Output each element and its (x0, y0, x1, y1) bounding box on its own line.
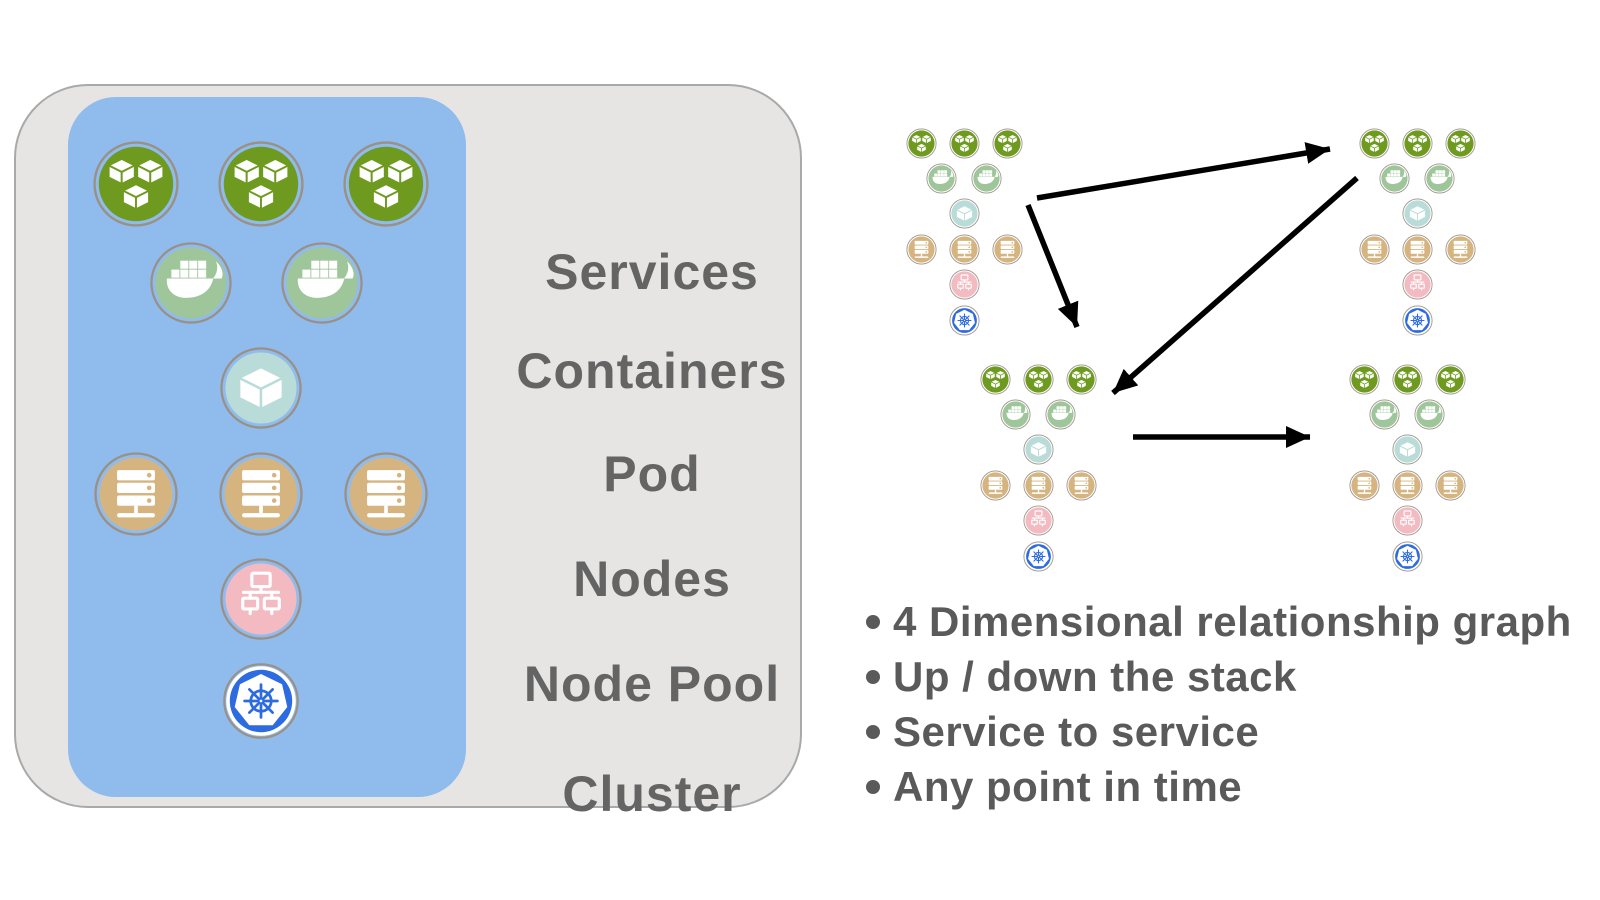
network-machines-icon (948, 269, 980, 300)
bullet-text: Any point in time (893, 762, 1243, 810)
kubernetes-wheel-icon (948, 304, 980, 336)
services-cubes-icon (948, 127, 980, 159)
docker-whale-icon (1045, 398, 1076, 430)
bullet-dot-icon (866, 779, 880, 794)
services-cubes-icon (343, 141, 429, 227)
kubernetes-wheel-icon (1401, 304, 1433, 336)
services-cubes-icon (991, 127, 1023, 159)
bullet-text: Service to service (893, 707, 1260, 755)
kubernetes-wheel-icon (1391, 540, 1423, 572)
services-cubes-icon (1348, 363, 1380, 395)
server-rack-icon (1358, 234, 1390, 265)
docker-whale-icon (1369, 398, 1400, 430)
services-cubes-icon (1358, 127, 1390, 159)
relationship-arrow (1111, 175, 1359, 396)
server-rack-icon (1444, 234, 1476, 265)
server-rack-icon (1434, 470, 1466, 501)
legend-label-containers: Containers (516, 343, 788, 399)
network-machines-icon (1022, 505, 1054, 536)
legend-panel: Services Containers Pod Nodes Node Pool … (14, 84, 802, 822)
server-rack-icon (1022, 470, 1054, 501)
server-rack-icon (219, 452, 303, 536)
services-cubes-icon (218, 141, 304, 227)
services-cubes-icon (93, 141, 179, 227)
bullet-list: 4 Dimensional relationship graph Up / do… (866, 594, 1572, 814)
docker-whale-icon (971, 162, 1002, 194)
network-machines-icon (1401, 269, 1433, 300)
server-rack-icon (905, 234, 937, 265)
bullet-item: 4 Dimensional relationship graph (866, 594, 1572, 649)
server-rack-icon (948, 234, 980, 265)
kubernetes-wheel-icon (223, 663, 299, 739)
services-cubes-icon (1444, 127, 1476, 159)
legend-label-pod: Pod (603, 446, 701, 502)
legend-label-node-pool: Node Pool (523, 656, 781, 712)
pod-cube-icon (1022, 434, 1054, 465)
pod-cube-icon (1391, 434, 1423, 465)
services-cubes-icon (979, 363, 1011, 395)
relationship-arrow (1025, 203, 1080, 329)
server-rack-icon (979, 470, 1011, 501)
server-rack-icon (94, 452, 178, 536)
bullet-text: Up / down the stack (893, 652, 1297, 700)
services-cubes-icon (1065, 363, 1097, 395)
docker-whale-icon (150, 242, 232, 324)
server-rack-icon (1391, 470, 1423, 501)
pod-cube-icon (948, 198, 980, 229)
bullet-item: Any point in time (866, 759, 1572, 814)
pod-cube-icon (1401, 198, 1433, 229)
server-rack-icon (1401, 234, 1433, 265)
legend-label-nodes: Nodes (573, 551, 731, 607)
network-machines-icon (220, 558, 302, 640)
server-rack-icon (991, 234, 1023, 265)
server-rack-icon (1348, 470, 1380, 501)
kubernetes-wheel-icon (1022, 540, 1054, 572)
docker-whale-icon (281, 242, 363, 324)
server-rack-icon (344, 452, 428, 536)
services-cubes-icon (1391, 363, 1423, 395)
bullet-item: Service to service (866, 704, 1572, 759)
relationship-arrow (1036, 142, 1331, 201)
docker-whale-icon (1414, 398, 1445, 430)
server-rack-icon (1065, 470, 1097, 501)
network-machines-icon (1391, 505, 1423, 536)
bullet-dot-icon (866, 724, 880, 739)
docker-whale-icon (1379, 162, 1410, 194)
legend-label-cluster: Cluster (562, 766, 742, 822)
legend-label-services: Services (545, 244, 759, 300)
pod-cube-icon (220, 347, 302, 429)
services-cubes-icon (1434, 363, 1466, 395)
services-cubes-icon (1022, 363, 1054, 395)
bullet-dot-icon (866, 614, 880, 629)
bullet-dot-icon (866, 669, 880, 684)
bullet-item: Up / down the stack (866, 649, 1572, 704)
docker-whale-icon (926, 162, 957, 194)
services-cubes-icon (905, 127, 937, 159)
bullet-text: 4 Dimensional relationship graph (893, 597, 1572, 645)
docker-whale-icon (1000, 398, 1031, 430)
services-cubes-icon (1401, 127, 1433, 159)
docker-whale-icon (1424, 162, 1455, 194)
